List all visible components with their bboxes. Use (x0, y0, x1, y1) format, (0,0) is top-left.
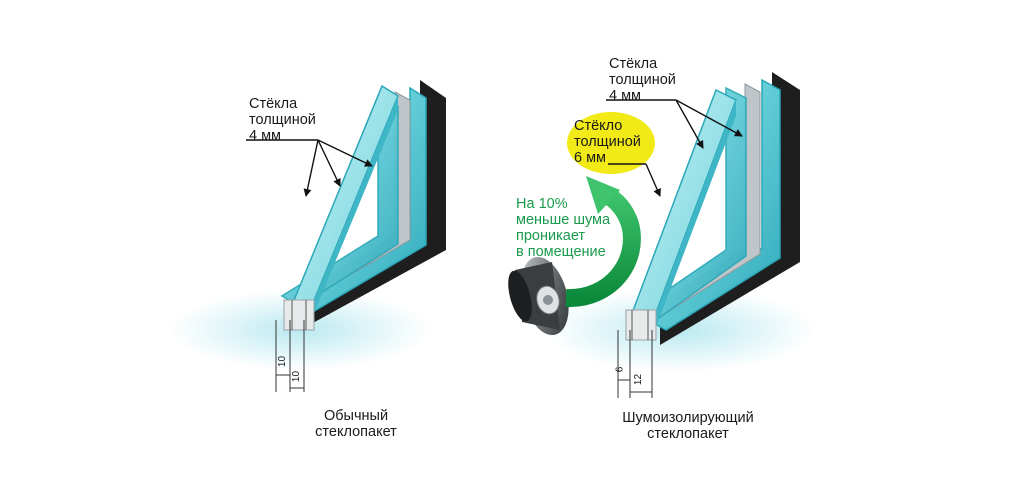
label-line: Стёкла (609, 56, 658, 72)
label-line: 4 мм (609, 88, 642, 104)
front-glass-face (306, 96, 398, 320)
caption-line: стеклопакет (647, 426, 729, 442)
label-line: Стёкло (574, 118, 623, 134)
gap-label: 10 (291, 370, 303, 383)
note-line: На 10% (516, 196, 568, 212)
soundproof-glass-unit (545, 72, 815, 398)
note-line: проникает (516, 228, 586, 244)
left-glass-label: Стёкла толщиной 4 мм (249, 96, 316, 144)
left-caption: Обычный стеклопакет (306, 408, 406, 440)
gap-label: 10 (277, 355, 289, 368)
label-line: толщиной (609, 72, 676, 88)
edge-profile (625, 309, 657, 341)
noise-reduction-note: На 10% меньше шума проникает в помещение (516, 196, 610, 260)
label-line: 6 мм (574, 150, 607, 166)
caption-line: Шумоизолирующий (622, 410, 754, 426)
thick-glass-highlight (567, 112, 655, 174)
note-line: меньше шума (516, 212, 611, 228)
label-line: Стёкла (249, 96, 298, 112)
right-caption: Шумоизолирующий стеклопакет (612, 410, 764, 442)
frame-back (660, 72, 800, 345)
note-line: в помещение (516, 244, 606, 260)
label-line: толщиной (574, 134, 641, 150)
frame-back (300, 80, 446, 330)
edge-profile (283, 299, 315, 331)
rear-glass-pane (646, 78, 781, 331)
standard-glass-unit (170, 80, 446, 392)
gap-label: 6 (614, 366, 626, 373)
loudspeaker-icon (508, 256, 569, 336)
caption-line: стеклопакет (315, 424, 397, 440)
right-glass-label: Стёкла толщиной 4 мм (609, 56, 676, 104)
label-line: 4 мм (249, 128, 282, 144)
thick-glass-label: Стёкло толщиной 6 мм (574, 118, 641, 166)
caption-line: Обычный (323, 408, 389, 424)
front-glass-face (648, 100, 736, 334)
label-line: толщиной (249, 112, 316, 128)
gap-label: 12 (633, 373, 645, 386)
curved-arrow-icon (565, 176, 641, 308)
